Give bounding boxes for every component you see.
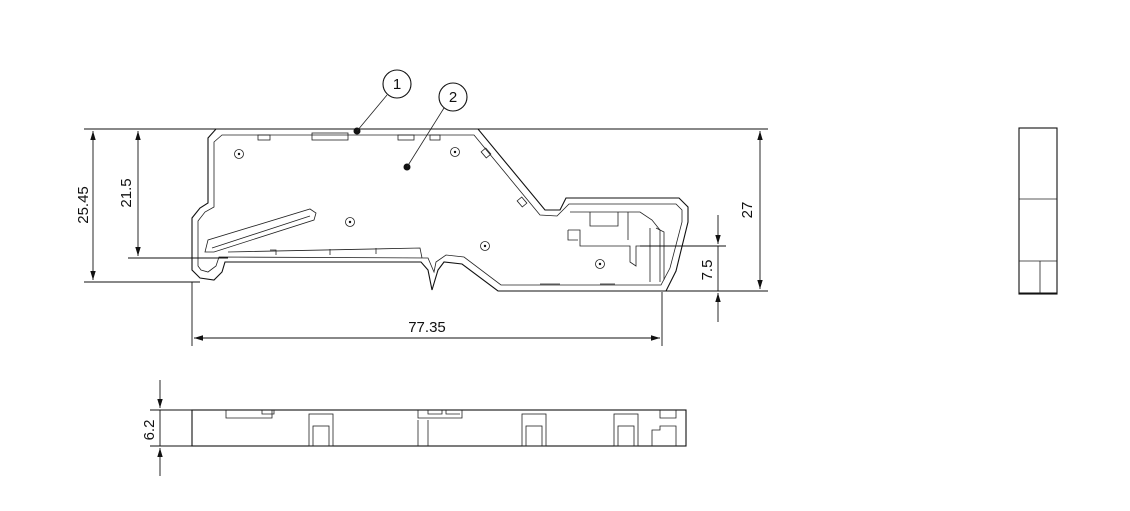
balloon-1: 1 (356, 69, 412, 132)
total-width-label: 77.35 (408, 319, 446, 336)
side-view (1018, 127, 1058, 295)
peg (521, 413, 547, 447)
peg (613, 413, 639, 447)
dimension-overall-height: 25.45 (75, 128, 216, 283)
dimension-thickness: 6.2 (141, 380, 192, 476)
hook-block (570, 211, 661, 282)
dimension-right-height: 27 (478, 128, 768, 292)
dimension-total-width: 77.35 (191, 282, 663, 346)
right-height-label: 27 (739, 202, 756, 219)
front-view-outline (191, 128, 689, 292)
peg (308, 413, 334, 447)
balloon-2-label: 2 (449, 89, 457, 106)
balloon-1-label: 1 (393, 76, 401, 93)
inner-height-label: 21.5 (118, 178, 135, 207)
flex-arm (204, 208, 317, 253)
thickness-label: 6.2 (141, 420, 158, 441)
hook-height-label: 7.5 (699, 260, 716, 281)
overall-height-label: 25.45 (75, 186, 92, 224)
balloon-2: 2 (406, 82, 468, 168)
dimension-inner-height: 21.5 (118, 131, 228, 259)
bottom-view (191, 409, 687, 447)
front-view-inner-outline (197, 134, 683, 286)
front-view (191, 127, 689, 292)
dimension-hook-height: 7.5 (640, 215, 726, 322)
